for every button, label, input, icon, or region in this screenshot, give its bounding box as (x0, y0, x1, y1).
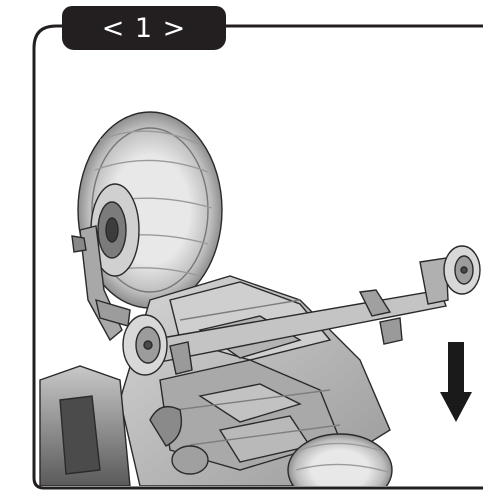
rear-wheel (287, 433, 393, 486)
step-number-label: < 1 > (101, 12, 187, 44)
left-training-wheel (122, 314, 168, 376)
right-training-wheel (443, 245, 481, 295)
down-arrow-icon (440, 342, 472, 422)
step-number-tab: < 1 > (62, 6, 226, 50)
front-wheel (77, 111, 223, 309)
training-wheel-bar (148, 257, 449, 375)
